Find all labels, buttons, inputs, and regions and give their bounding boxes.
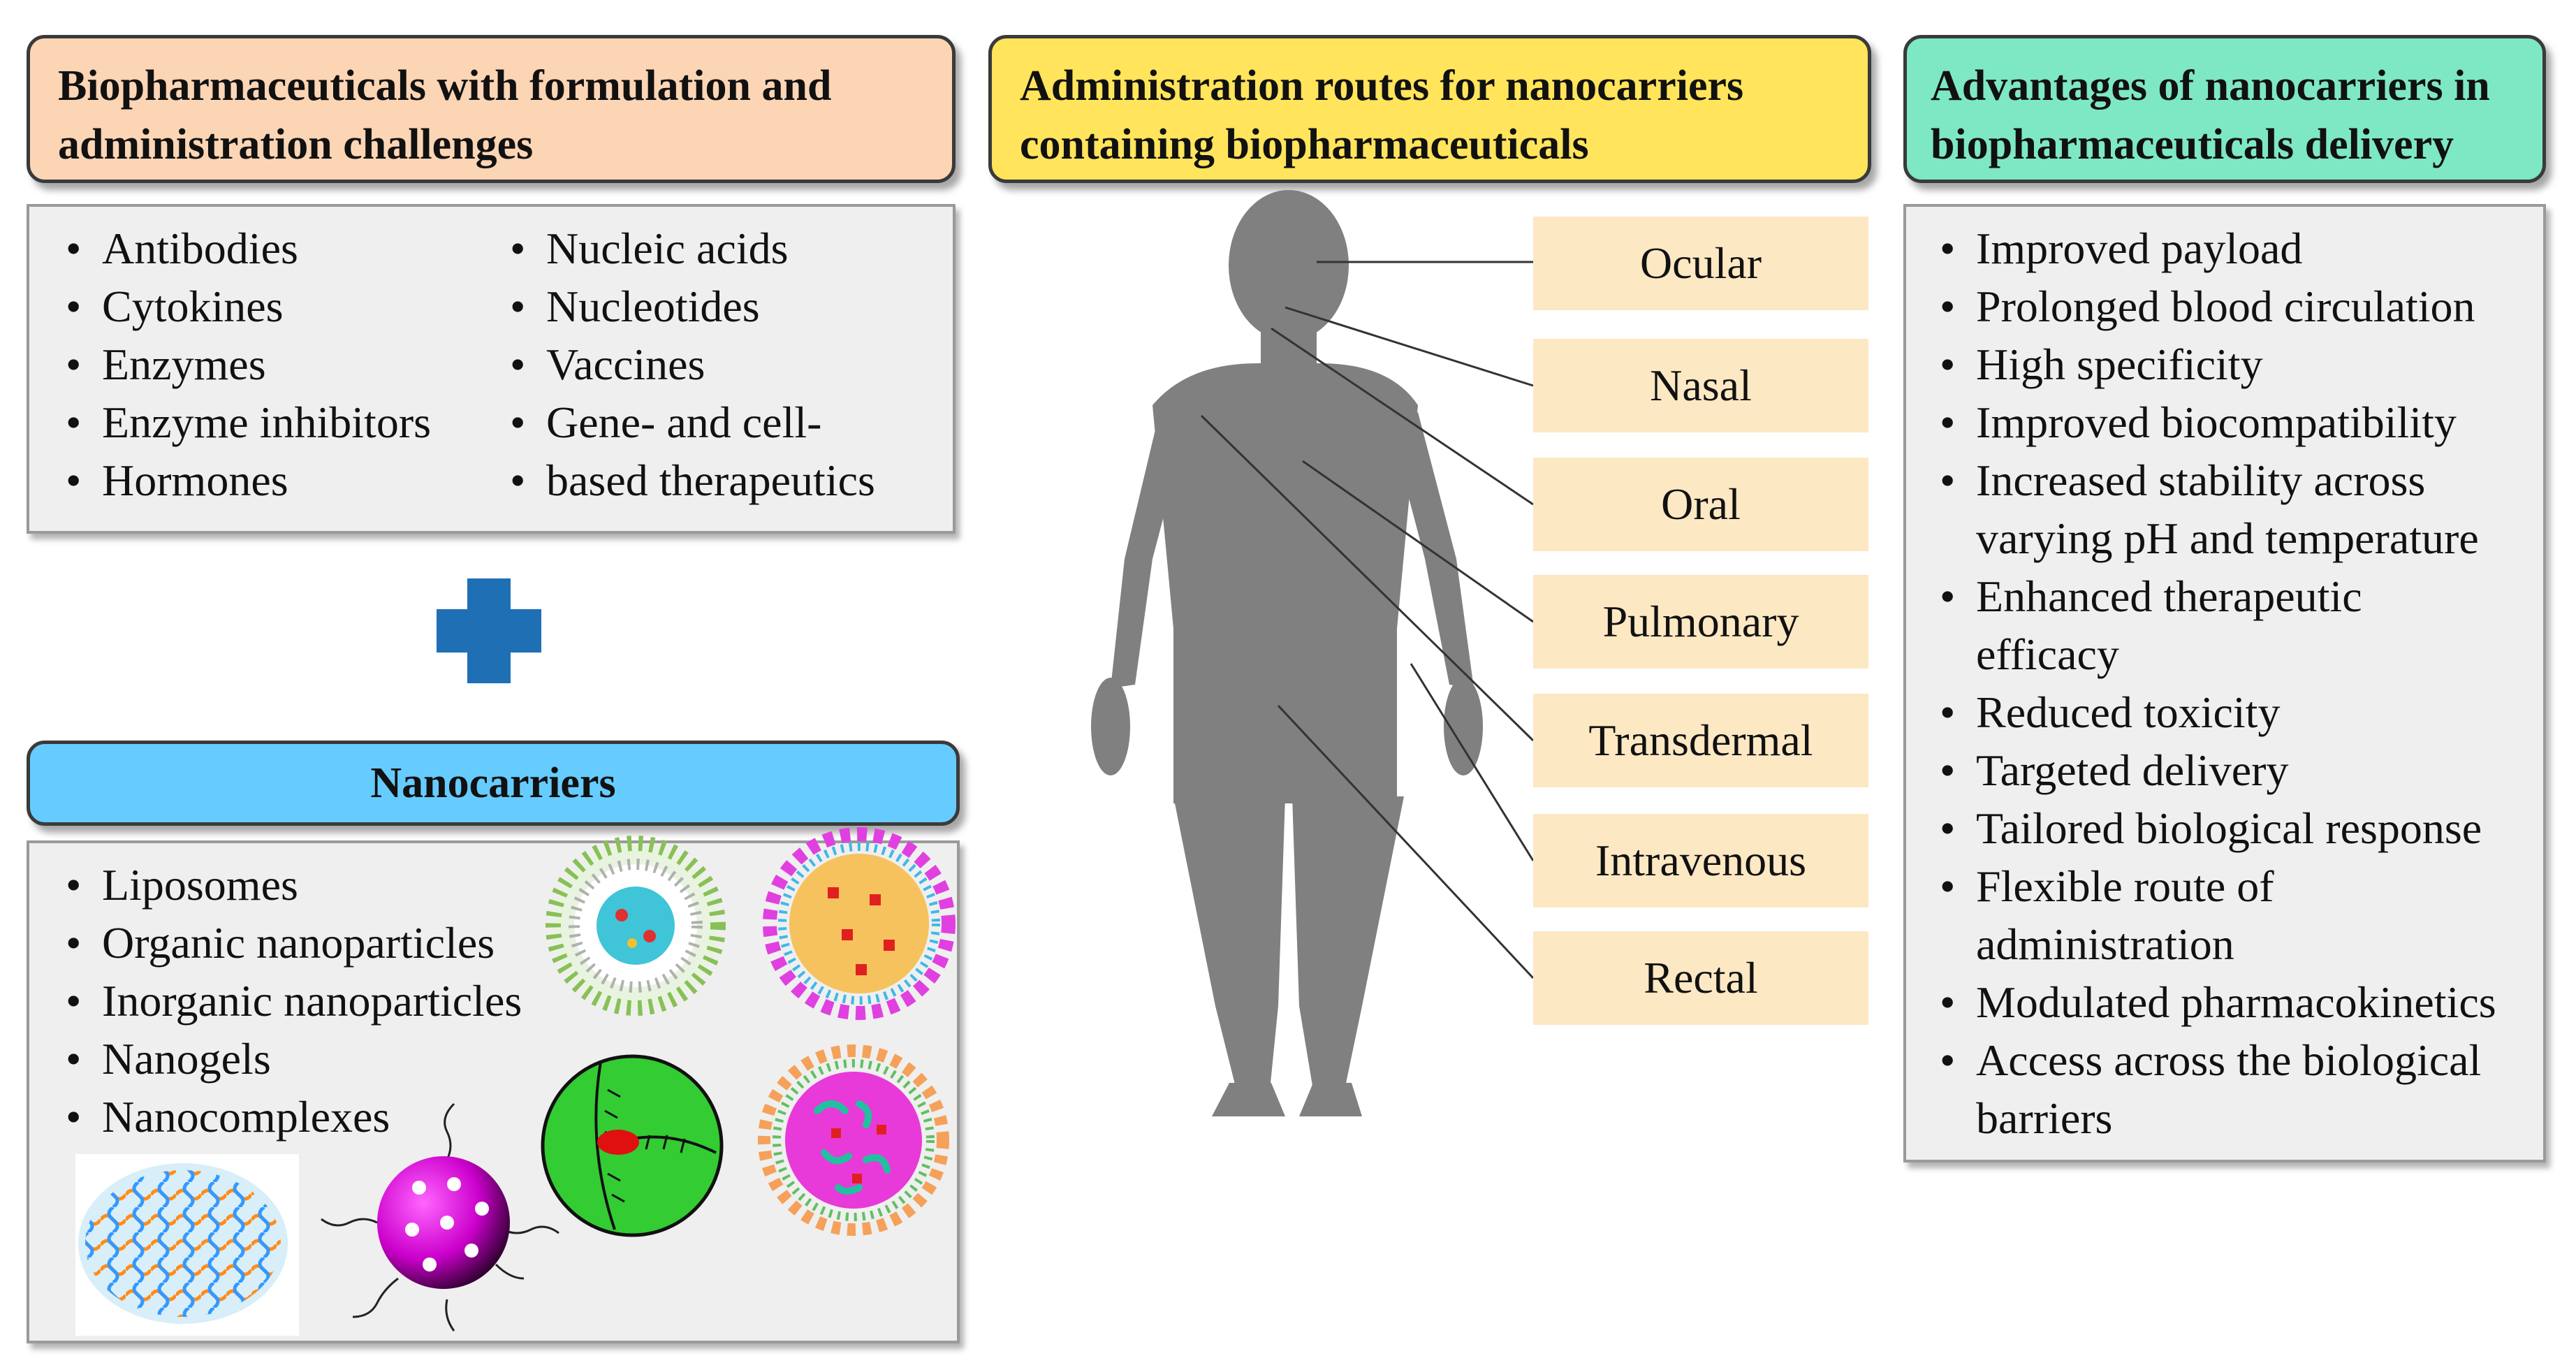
human-body-icon bbox=[1091, 190, 1483, 1116]
advantage-item-line: Targeted delivery bbox=[1976, 745, 2289, 795]
advantage-item-line: Improved biocompatibility bbox=[1976, 398, 2457, 447]
advantage-item: Increased stability across varying pH and… bbox=[1920, 451, 2535, 567]
advantages-list: Improved payloadProlonged blood circulat… bbox=[1920, 219, 2535, 1147]
advantage-item-line: Enhanced therapeutic bbox=[1976, 571, 2362, 621]
advantage-item-line: administration bbox=[1976, 919, 2234, 969]
advantage-item-line: efficacy bbox=[1976, 629, 2119, 679]
routes-title-line-1: Administration routes for nanocarriers bbox=[1020, 62, 1744, 110]
advantage-item-line: Tailored biological response bbox=[1976, 803, 2482, 853]
nanocarriers-list-box: Liposomes Organic nanoparticles Inorgani… bbox=[27, 840, 960, 1343]
advantages-list-box: Improved payloadProlonged blood circulat… bbox=[1903, 204, 2546, 1162]
advantage-item: Tailored biological response bbox=[1920, 799, 2535, 857]
list-item: Nucleic acids bbox=[490, 219, 951, 277]
advantage-item: Access across the biological barriers bbox=[1920, 1031, 2535, 1147]
challenges-list-left: Antibodies Cytokines Enzymes Enzyme inhi… bbox=[46, 219, 493, 509]
route-label: Nasal bbox=[1650, 360, 1752, 410]
nanocarriers-title: Nanocarriers bbox=[370, 759, 616, 807]
list-item: Nucleotides bbox=[490, 277, 951, 335]
route-transdermal: Transdermal bbox=[1533, 694, 1868, 787]
advantage-item-line: Access across the biological bbox=[1976, 1035, 2482, 1085]
advantage-item: Enhanced therapeutic efficacy bbox=[1920, 567, 2535, 683]
advantage-item: High specificity bbox=[1920, 335, 2535, 393]
list-item: Cytokines bbox=[46, 277, 493, 335]
challenges-title-line-1: Biopharmaceuticals with formulation and bbox=[58, 62, 832, 110]
route-label: Pulmonary bbox=[1602, 597, 1799, 646]
route-ocular: Ocular bbox=[1533, 217, 1868, 310]
advantage-item-line: Increased stability across bbox=[1976, 455, 2426, 505]
list-item: Antibodies bbox=[46, 219, 493, 277]
advantage-item-line: Flexible route of bbox=[1976, 861, 2274, 911]
advantages-title-line-2: biopharmaceuticals delivery bbox=[1931, 121, 2454, 168]
advantage-item: Reduced toxicity bbox=[1920, 683, 2535, 741]
list-item: Nanogels bbox=[46, 1030, 577, 1088]
advantage-item-line: Improved payload bbox=[1976, 224, 2303, 273]
route-connectors bbox=[1200, 261, 1535, 979]
route-label: Transdermal bbox=[1588, 715, 1813, 765]
list-item: Hormones bbox=[46, 451, 493, 509]
advantage-item-line: Modulated pharmacokinetics bbox=[1976, 977, 2496, 1027]
advantage-item-line: High specificity bbox=[1976, 340, 2263, 389]
advantage-item-line: barriers bbox=[1976, 1093, 2113, 1143]
route-label: Oral bbox=[1661, 479, 1741, 529]
nanocarriers-list: Liposomes Organic nanoparticles Inorgani… bbox=[46, 856, 577, 1146]
advantage-item-line: Reduced toxicity bbox=[1976, 687, 2281, 737]
list-item: Enzymes bbox=[46, 335, 493, 393]
advantage-item: Flexible route of administration bbox=[1920, 857, 2535, 973]
challenges-title-line-2: administration challenges bbox=[58, 121, 534, 168]
routes-header: Administration routes for nanocarriers c… bbox=[988, 35, 1871, 183]
route-pulmonary: Pulmonary bbox=[1533, 575, 1868, 669]
list-item: Vaccines bbox=[490, 335, 951, 393]
advantage-item-line: Prolonged blood circulation bbox=[1976, 282, 2475, 331]
nanocarriers-header: Nanocarriers bbox=[27, 741, 960, 826]
routes-title-line-2: containing biopharmaceuticals bbox=[1020, 121, 1589, 168]
advantages-title-line-1: Advantages of nanocarriers in bbox=[1931, 62, 2490, 110]
list-item: Enzyme inhibitors bbox=[46, 393, 493, 451]
route-label: Ocular bbox=[1639, 238, 1762, 288]
list-item: Nanocomplexes bbox=[46, 1088, 577, 1146]
advantage-item: Modulated pharmacokinetics bbox=[1920, 973, 2535, 1031]
list-item: Liposomes bbox=[46, 856, 577, 914]
list-item: based therapeutics bbox=[490, 451, 951, 509]
challenges-list-box: Antibodies Cytokines Enzymes Enzyme inhi… bbox=[27, 204, 956, 534]
advantage-item: Targeted delivery bbox=[1920, 741, 2535, 799]
list-item: Gene- and cell- bbox=[490, 393, 951, 451]
challenges-header: Biopharmaceuticals with formulation and … bbox=[27, 35, 956, 183]
advantage-item: Prolonged blood circulation bbox=[1920, 277, 2535, 335]
route-label: Intravenous bbox=[1595, 836, 1807, 885]
route-rectal: Rectal bbox=[1533, 931, 1868, 1025]
list-item: Organic nanoparticles bbox=[46, 914, 577, 972]
route-oral: Oral bbox=[1533, 458, 1868, 551]
advantage-item-line: varying pH and temperature bbox=[1976, 513, 2479, 563]
route-nasal: Nasal bbox=[1533, 339, 1868, 432]
list-item: Inorganic nanoparticles bbox=[46, 972, 577, 1030]
advantage-item: Improved biocompatibility bbox=[1920, 393, 2535, 451]
route-label: Rectal bbox=[1644, 953, 1758, 1003]
route-intravenous: Intravenous bbox=[1533, 814, 1868, 908]
challenges-list-right: Nucleic acids Nucleotides Vaccines Gene-… bbox=[490, 219, 951, 509]
advantage-item: Improved payload bbox=[1920, 219, 2535, 277]
advantages-header: Advantages of nanocarriers in biopharmac… bbox=[1903, 35, 2546, 183]
